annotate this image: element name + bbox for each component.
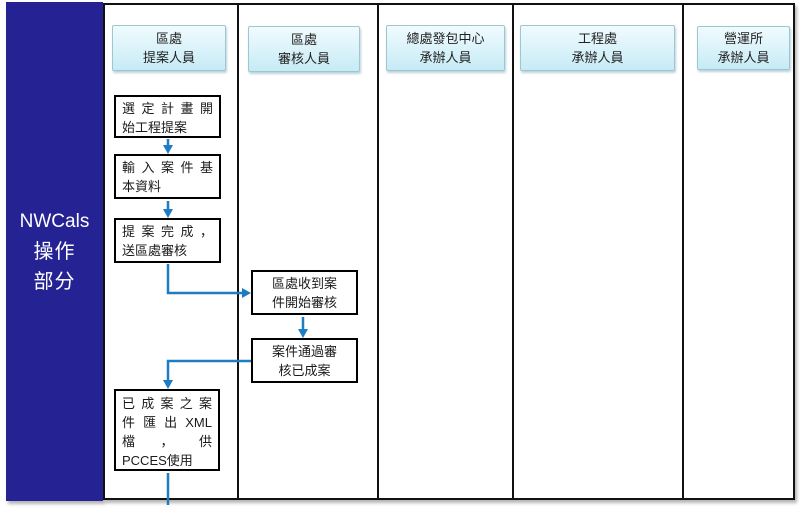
step-text-line: 檔，供 [122,434,212,449]
lane-header-text: 承辦人員 [419,50,472,65]
lane-divider-4 [682,5,684,498]
sidebar-line-operation: 操作 [33,240,76,263]
lane-header-district-proposer: 區處 提案人員 [112,25,226,71]
step-text-line: 已成案之案 [122,396,212,411]
lane-header-text: 區處 [155,31,182,46]
step-text-line: 提案完成， [122,224,213,239]
step-text-line: PCCES使用 [122,453,193,468]
lane-header-engineering-office: 工程處 承辦人員 [520,25,675,71]
lane-header-text: 審核人員 [277,51,330,66]
step-text-line: 件匯出XML [122,415,212,430]
lane-header-text: 承辦人員 [571,50,624,65]
flow-step-5-review-passed: 案件通過審 核已成案 [251,338,358,383]
lane-header-text: 承辦人員 [717,50,770,65]
step-text-line: 核已成案 [278,363,331,378]
lane-header-text: 工程處 [577,31,617,46]
lane-divider-2 [377,5,379,498]
step-text-line: 件開始審核 [271,295,337,310]
lane-header-operations-office: 營運所 承辦人員 [697,26,790,70]
step-text-line: 案件通過審 [271,344,337,359]
step-text-line: 區處收到案 [271,276,337,291]
lane-header-text: 營運所 [723,31,763,46]
lane-header-district-reviewer: 區處 審核人員 [248,26,360,72]
step-text-line: 始工程提案 [122,120,188,135]
step-text-line: 本資料 [122,179,162,194]
lane-header-text: 總處發包中心 [406,31,485,46]
lane-divider-1 [237,5,239,498]
flow-step-3-submit-for-review: 提案完成， 送區處審核 [114,218,221,263]
step-text-line: 選定計畫開 [122,101,213,116]
flow-step-2-enter-case-data: 輸入案件基 本資料 [114,154,221,199]
flow-step-6-export-xml: 已成案之案 件匯出XML 檔，供 PCCES使用 [114,389,220,471]
sidebar-nwcals-label: NWCals 操作 部分 [6,2,103,501]
lane-header-text: 提案人員 [142,50,195,65]
lane-header-hq-procurement: 總處發包中心 承辦人員 [386,25,505,71]
lane-header-text: 區處 [290,32,317,47]
flow-step-1-start-proposal: 選定計畫開 始工程提案 [114,95,221,138]
flow-step-4-receive-case: 區處收到案 件開始審核 [251,270,358,315]
lane-divider-3 [512,5,514,498]
step-text-line: 送區處審核 [122,243,188,258]
sidebar-line-section: 部分 [33,270,76,293]
sidebar-line-nwcals: NWCals [19,210,90,232]
step-text-line: 輸入案件基 [122,160,213,175]
